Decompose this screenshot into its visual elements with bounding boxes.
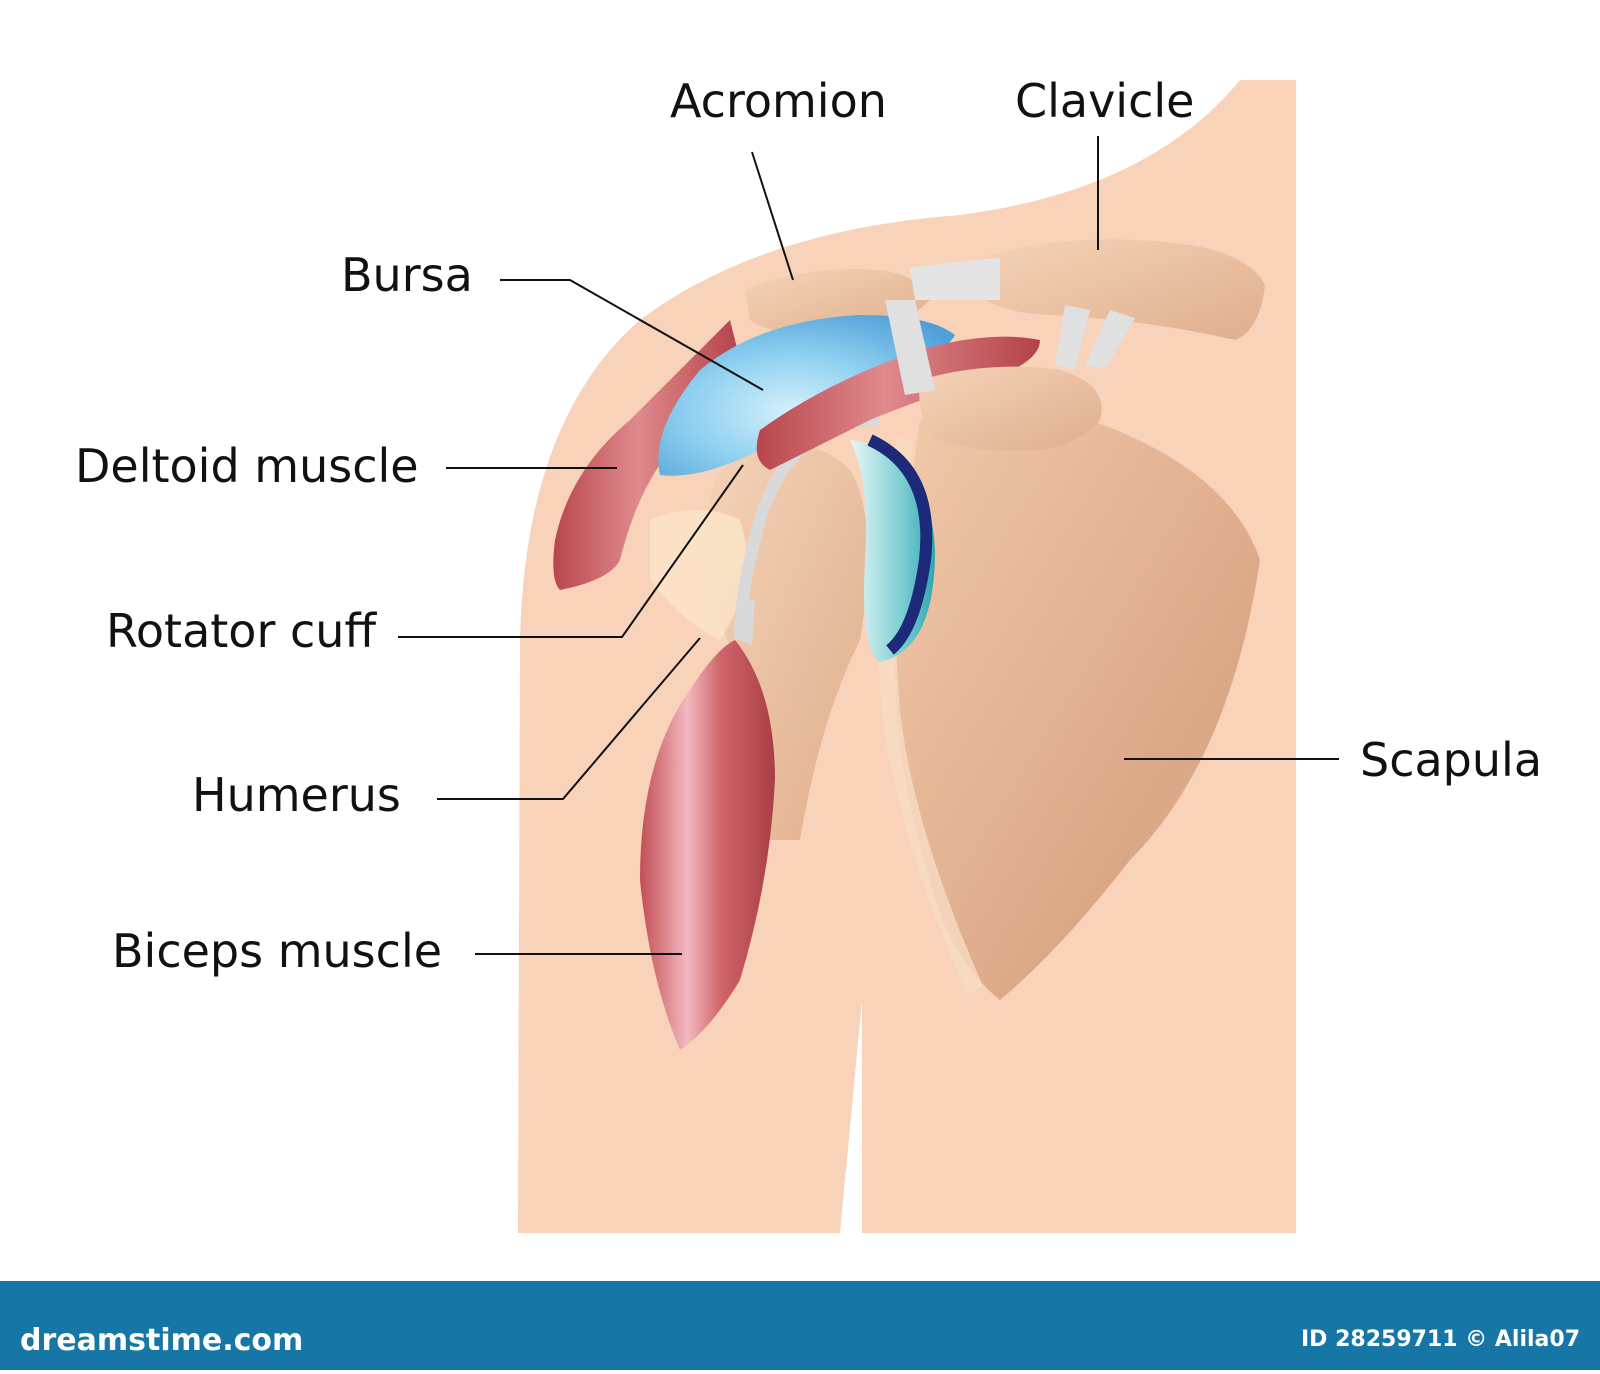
rotator-cuff-label: Rotator cuff [106,604,377,658]
bursa-label: Bursa [341,248,473,302]
deltoid-muscle-label: Deltoid muscle [75,439,419,493]
coracoid-process [919,366,1102,452]
coracoclavicular-ligament-1 [1055,305,1090,370]
acromioclavicular-ligament [910,258,1000,300]
acromion-leader [751,151,794,281]
bursa-shape [658,315,955,476]
coracoclavicular-ligament-2 [1085,310,1135,370]
humerus-label: Humerus [192,768,401,822]
scapula-shape [894,400,1260,1000]
footer-credit: ID 28259711 © Alila07 [1301,1327,1580,1352]
footer-bar: dreamstime.com ID 28259711 © Alila07 [0,1281,1600,1370]
humerus-head-highlight [650,510,747,640]
bursa-leader [500,279,764,391]
scapula-label: Scapula [1360,733,1543,787]
clavicle-label: Clavicle [1015,74,1195,128]
humerus-shape [705,445,868,840]
humerus-leader [437,637,701,800]
footer-brand-link[interactable]: dreamstime.com [20,1323,304,1358]
glenoid-rim [867,434,933,655]
acromion-label: Acromion [670,74,887,128]
biceps-muscle-shape [640,640,775,1050]
biceps-muscle-label: Biceps muscle [112,924,443,978]
rotator-cuff-leader [398,464,744,638]
biceps-tendon [740,600,755,645]
coracoacromial-ligament [885,300,935,395]
leader-lines [398,136,1339,955]
clavicle-shape [975,239,1265,340]
